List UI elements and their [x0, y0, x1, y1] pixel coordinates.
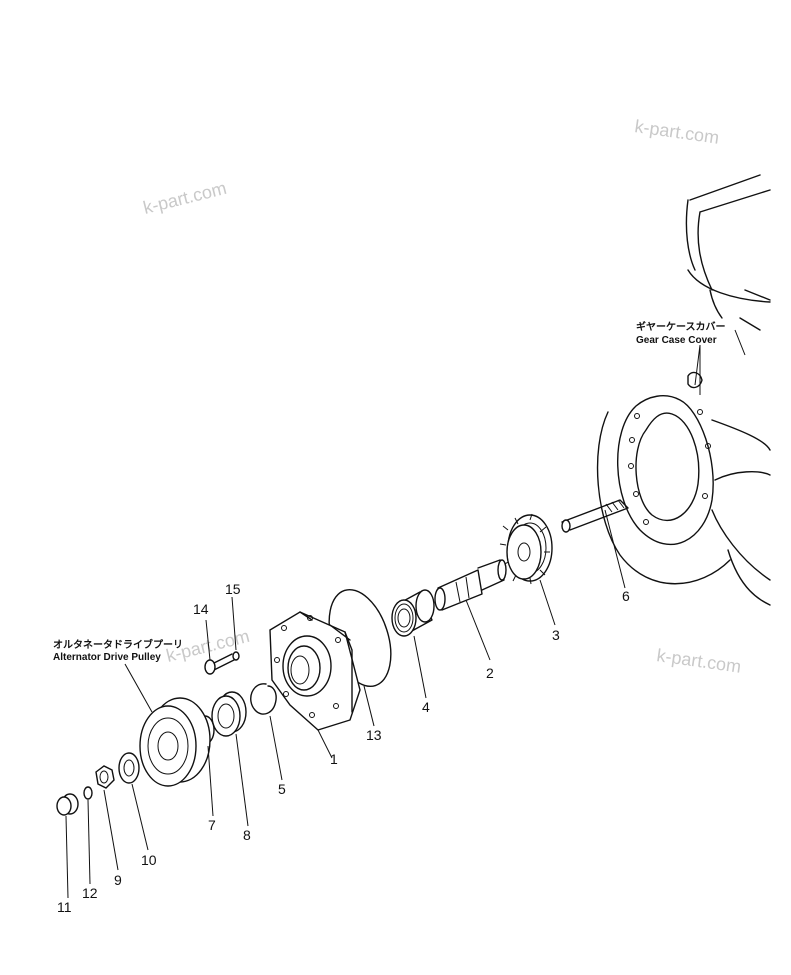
watermark-1: k-part.com: [141, 178, 228, 218]
gear-case-cover-label-en: Gear Case Cover: [636, 335, 717, 346]
part-2-stepped-shaft: [434, 559, 507, 611]
alternator-drive-pulley-drawing: [139, 697, 211, 787]
part-10-washer: [118, 752, 140, 784]
gear-case-cover-label-jp: ギヤーケースカバー: [636, 320, 726, 333]
callout-13: 13: [366, 727, 382, 743]
alternator-pulley-label-jp: オルタネータドライブプーリ: [53, 638, 183, 651]
part-1-housing: [269, 611, 361, 731]
callout-7: 7: [208, 817, 216, 833]
part-11-cap: [56, 793, 79, 816]
callout-11: 11: [57, 899, 72, 915]
callout-3: 3: [552, 627, 560, 643]
callout-1: 1: [330, 751, 338, 767]
part-15-washer: [232, 651, 240, 661]
callout-2: 2: [486, 665, 494, 681]
part-9-nut: [95, 765, 115, 789]
watermark-2: k-part.com: [633, 116, 720, 148]
callout-12: 12: [82, 885, 98, 901]
callout-6: 6: [622, 588, 630, 604]
part-4-bearing: [391, 589, 435, 637]
part-8-bearing: [211, 691, 247, 737]
callout-4: 4: [422, 699, 430, 715]
callout-10: 10: [141, 852, 157, 868]
watermark-3: k-part.com: [655, 645, 742, 677]
callout-15: 15: [225, 581, 241, 597]
callout-9: 9: [114, 872, 122, 888]
gear-case-cover-drawing: [596, 174, 771, 606]
callout-14: 14: [193, 601, 209, 617]
callout-8: 8: [243, 827, 251, 843]
leader-lines: [65, 344, 701, 899]
part-5-snap-ring: [250, 683, 277, 715]
alternator-pulley-label-en: Alternator Drive Pulley: [53, 652, 161, 663]
part-12-washer: [83, 786, 93, 800]
callout-5: 5: [278, 781, 286, 797]
part-3-gear: [499, 513, 553, 585]
part-6-shaft: [561, 499, 629, 533]
